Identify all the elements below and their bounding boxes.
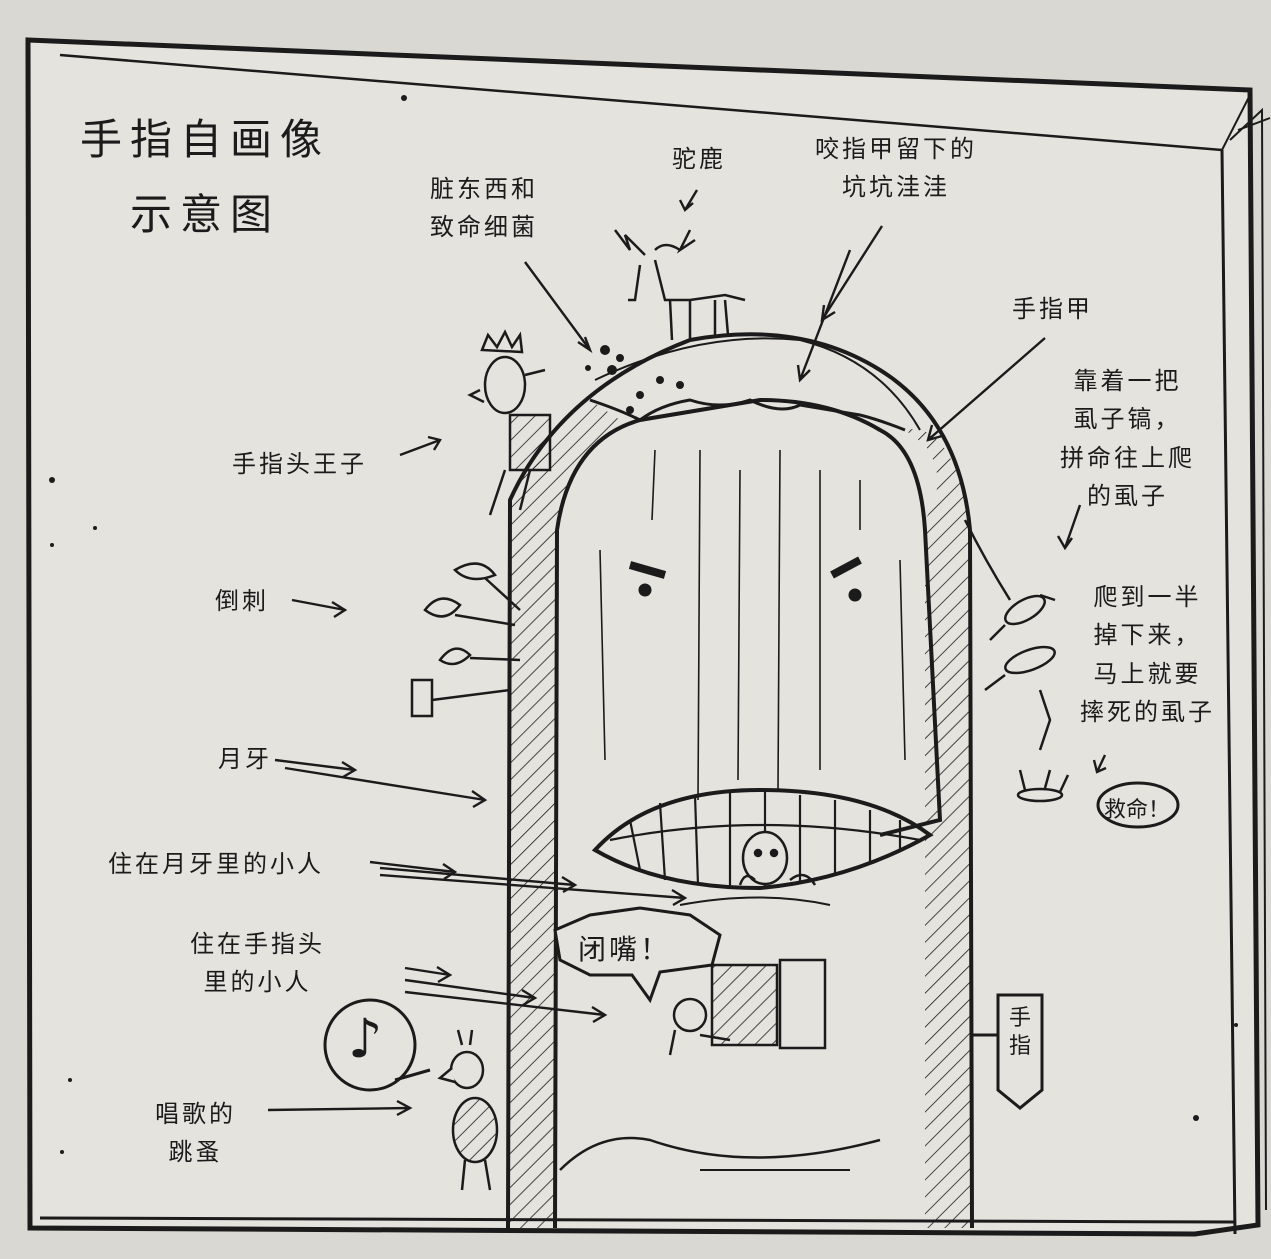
shut-up-bubble	[553, 906, 722, 1004]
finger-left-shadow	[508, 400, 620, 1228]
label-bite-marks-line2: 坑坑洼洼	[842, 173, 950, 202]
hangnails	[410, 562, 521, 718]
label-louse-falling-line1: 爬到一半	[1093, 583, 1202, 611]
help-bubble	[1096, 781, 1180, 829]
label-dirt-line2: 致命细菌	[430, 213, 538, 242]
shut-up-text: 闭嘴！	[578, 933, 672, 966]
label-louse-climbing: 靠着一把 虱子镐， 拼命往上爬 的虱子	[1060, 362, 1195, 516]
moose-drawing	[614, 229, 746, 341]
label-louse-climbing-line3: 拼命往上爬	[1060, 443, 1195, 472]
diagram-title-line1: 手指自画像	[80, 115, 331, 164]
sign-text: 手指	[1008, 1006, 1031, 1059]
finger-right-shadow	[905, 429, 972, 1228]
label-dirt-line1: 脏东西和	[430, 175, 538, 203]
singing-flea	[437, 1029, 499, 1191]
label-prince: 手指头王子	[232, 450, 367, 478]
label-nail: 手指甲	[1012, 295, 1093, 323]
diagram-title-line2: 示意图	[130, 190, 281, 239]
label-bite-marks: 咬指甲留下的 坑坑洼洼	[815, 130, 977, 207]
label-ostrich: 驼鹿	[672, 145, 726, 173]
label-louse-climbing-line2: 虱子镐，	[1073, 405, 1182, 434]
label-finger-people-line2: 里的小人	[203, 968, 312, 997]
label-dirt: 脏东西和 致命细菌	[430, 170, 538, 247]
nail-bite-edge	[589, 398, 906, 432]
label-bite-marks-line1: 咬指甲留下的	[815, 135, 977, 163]
label-louse-falling: 爬到一半 掉下来， 马上就要 摔死的虱子	[1080, 578, 1215, 732]
music-bubble	[323, 998, 417, 1092]
label-lunula: 月牙	[218, 745, 272, 773]
finger-outline	[506, 332, 974, 1229]
finger-dweller	[668, 958, 827, 1056]
finger-signpost	[972, 993, 1044, 1110]
help-text: 救命！	[1104, 798, 1171, 823]
lice-climbing	[963, 519, 1070, 803]
label-louse-climbing-line1: 靠着一把	[1073, 367, 1182, 395]
label-flea: 唱歌的 跳蚤	[155, 1095, 236, 1172]
nail-face	[628, 556, 862, 602]
paper-specks	[49, 95, 1238, 1154]
music-note-icon: ♪	[348, 1007, 383, 1070]
callout-arrows	[267, 189, 1107, 1117]
book-back-pages	[1221, 94, 1271, 1211]
label-finger-people-line1: 住在手指头	[190, 930, 325, 958]
label-flea-line1: 唱歌的	[155, 1100, 236, 1128]
label-louse-falling-line2: 掉下来，	[1093, 621, 1202, 650]
nail-outline	[553, 397, 943, 1229]
label-finger-people: 住在手指头 里的小人	[190, 925, 325, 1002]
label-hangnail: 倒刺	[215, 587, 269, 615]
label-louse-falling-line3: 马上就要	[1093, 659, 1202, 688]
nail-streaks	[599, 449, 906, 801]
label-flea-line2: 跳蚤	[168, 1138, 223, 1167]
label-louse-falling-line4: 摔死的虱子	[1080, 698, 1215, 727]
label-louse-climbing-line4: 的虱子	[1087, 482, 1168, 511]
label-lunula-people: 住在月牙里的小人	[108, 850, 324, 878]
dirt-and-bacteria	[585, 345, 684, 414]
finger-prince	[467, 329, 552, 516]
lunula-person	[738, 830, 817, 886]
lunula-outline	[591, 787, 934, 891]
